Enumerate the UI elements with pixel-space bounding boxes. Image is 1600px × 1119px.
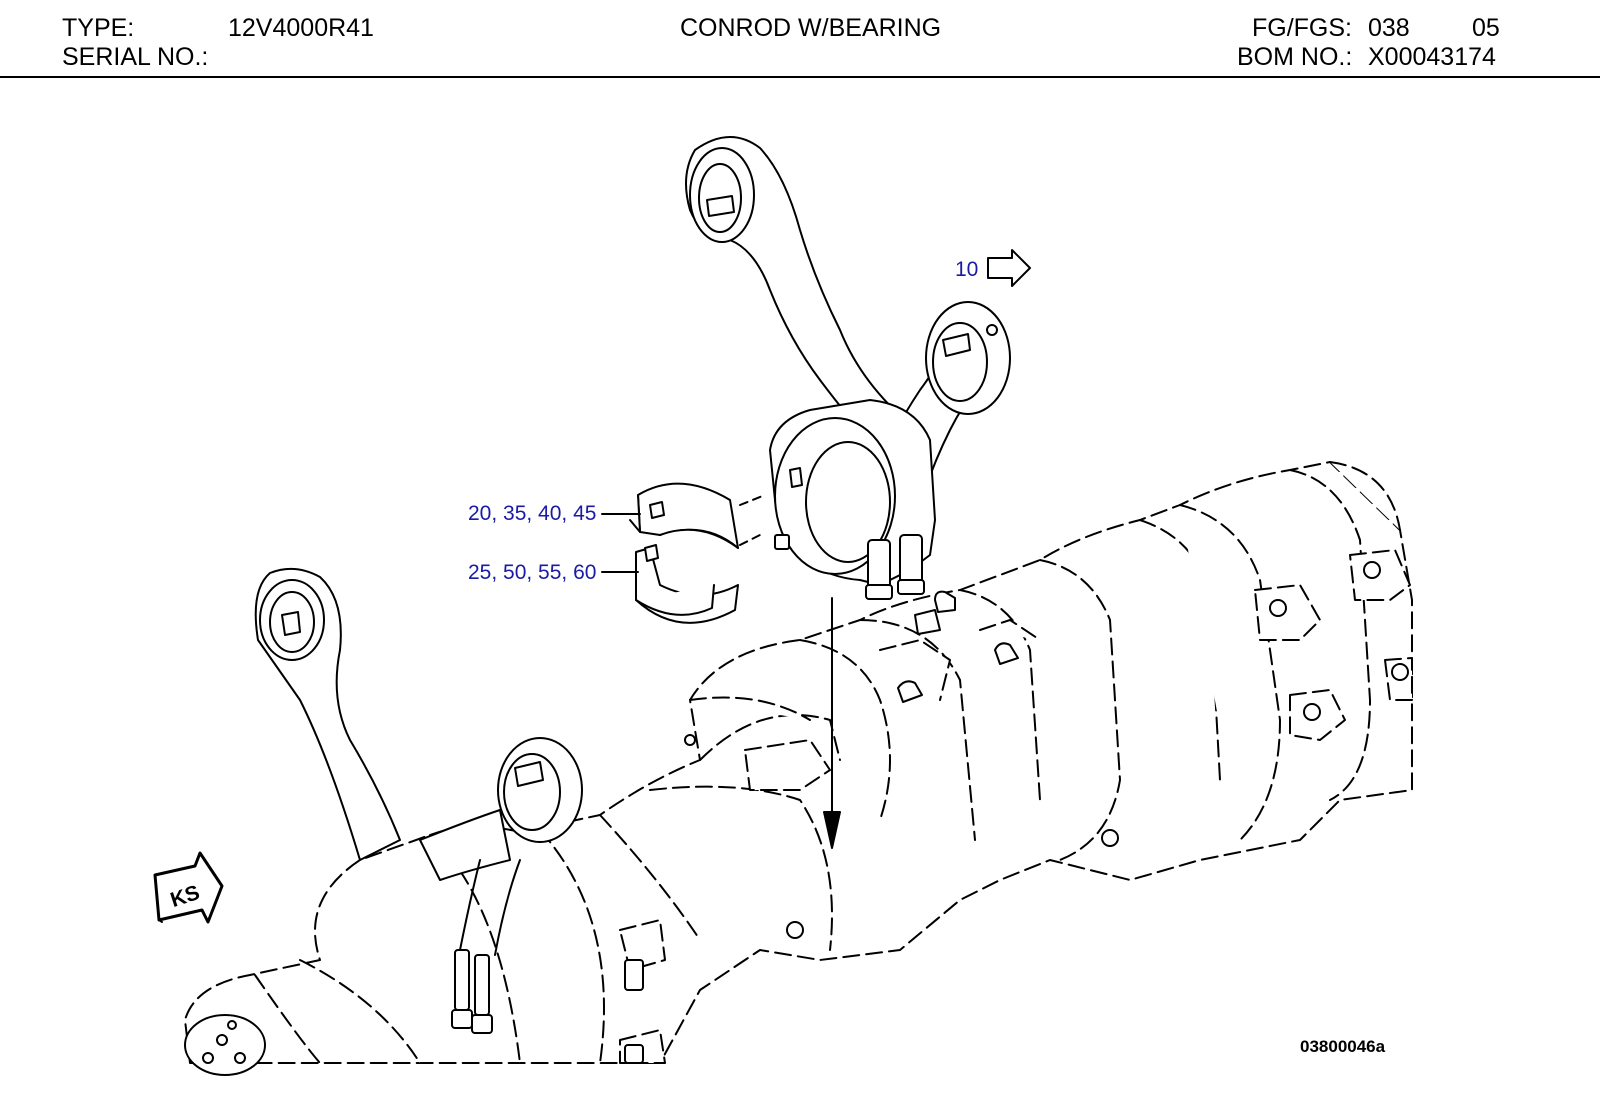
- crankshaft: [184, 461, 1413, 1064]
- main-conrod: [685, 136, 1011, 600]
- callout-upper-bearing[interactable]: 20, 35, 40, 45: [468, 502, 596, 525]
- serial-label: SERIAL NO.:: [62, 43, 209, 71]
- type-value: 12V4000R41: [228, 14, 374, 42]
- reference-arrow: [987, 249, 1031, 287]
- crankshaft-details: [184, 561, 1409, 1076]
- header-rule: [0, 76, 1600, 78]
- callout-lower-bearing[interactable]: 25, 50, 55, 60: [468, 561, 596, 584]
- callout-10[interactable]: 10: [955, 258, 978, 281]
- fgfgs-value: 038: [1368, 14, 1410, 42]
- figure-id: 03800046a: [1300, 1037, 1386, 1056]
- bom-value: X00043174: [1368, 43, 1496, 71]
- bearing-shells: [629, 482, 739, 624]
- bom-label: BOM NO.:: [1237, 43, 1353, 71]
- background-conrod: [254, 567, 583, 956]
- ks-arrow-badge: [153, 851, 224, 924]
- fgfgs-label: FG/FGS:: [1252, 14, 1352, 42]
- page-title: CONROD W/BEARING: [680, 14, 942, 42]
- fgfgs-suffix: 05: [1472, 14, 1500, 42]
- type-label: TYPE:: [62, 14, 135, 42]
- assembly-arrow: [823, 597, 841, 849]
